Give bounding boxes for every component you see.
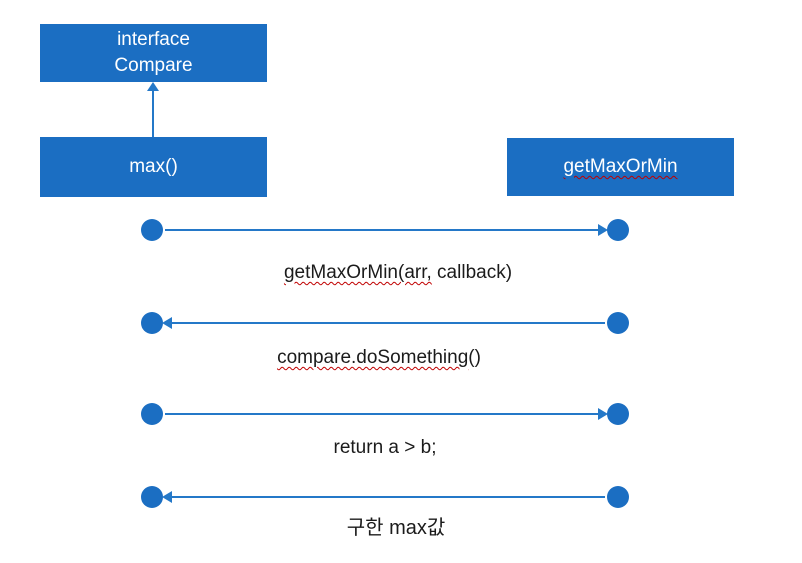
max-box: max() <box>40 137 267 197</box>
arrowhead-right-icon <box>598 224 608 236</box>
endpoint-dot <box>141 312 163 334</box>
message-1-arrow <box>141 219 629 241</box>
message-2-label-plain: () <box>468 347 481 368</box>
endpoint-dot <box>141 486 163 508</box>
endpoint-dot <box>141 219 163 241</box>
message-1-label-plain: callback) <box>431 262 513 283</box>
endpoint-dot <box>607 486 629 508</box>
interface-compare-box: interface Compare <box>40 24 267 82</box>
message-line <box>165 322 605 324</box>
endpoint-dot <box>141 403 163 425</box>
message-3-arrow <box>141 403 629 425</box>
message-1-label: getMaxOrMin(arr, callback) <box>284 262 512 284</box>
max-box-label: max() <box>129 156 178 177</box>
interface-box-line1: interface <box>117 29 190 50</box>
message-2-label: compare.doSomething() <box>277 347 481 369</box>
getmaxormin-box-label: getMaxOrMin <box>563 156 678 177</box>
message-4-label-plain: 구한 max값 <box>346 517 446 539</box>
interface-box-line2: Compare <box>114 55 193 76</box>
message-line <box>165 496 605 498</box>
message-2-arrow <box>141 312 629 334</box>
inheritance-arrowhead-icon <box>147 82 159 91</box>
endpoint-dot <box>607 403 629 425</box>
message-line <box>165 229 605 231</box>
message-2-label-flagged: compare.doSomething <box>277 347 469 368</box>
inheritance-arrow-line <box>152 90 154 137</box>
arrowhead-right-icon <box>598 408 608 420</box>
message-4-arrow <box>141 486 629 508</box>
message-4-label: 구한 max값 <box>347 511 446 540</box>
message-line <box>165 413 605 415</box>
getmaxormin-box: getMaxOrMin <box>507 138 734 196</box>
message-3-label: return a > b; <box>334 437 437 459</box>
message-3-label-plain: return a > b; <box>333 437 437 458</box>
message-1-label-flagged: getMaxOrMin(arr, <box>283 262 432 283</box>
endpoint-dot <box>607 219 629 241</box>
endpoint-dot <box>607 312 629 334</box>
